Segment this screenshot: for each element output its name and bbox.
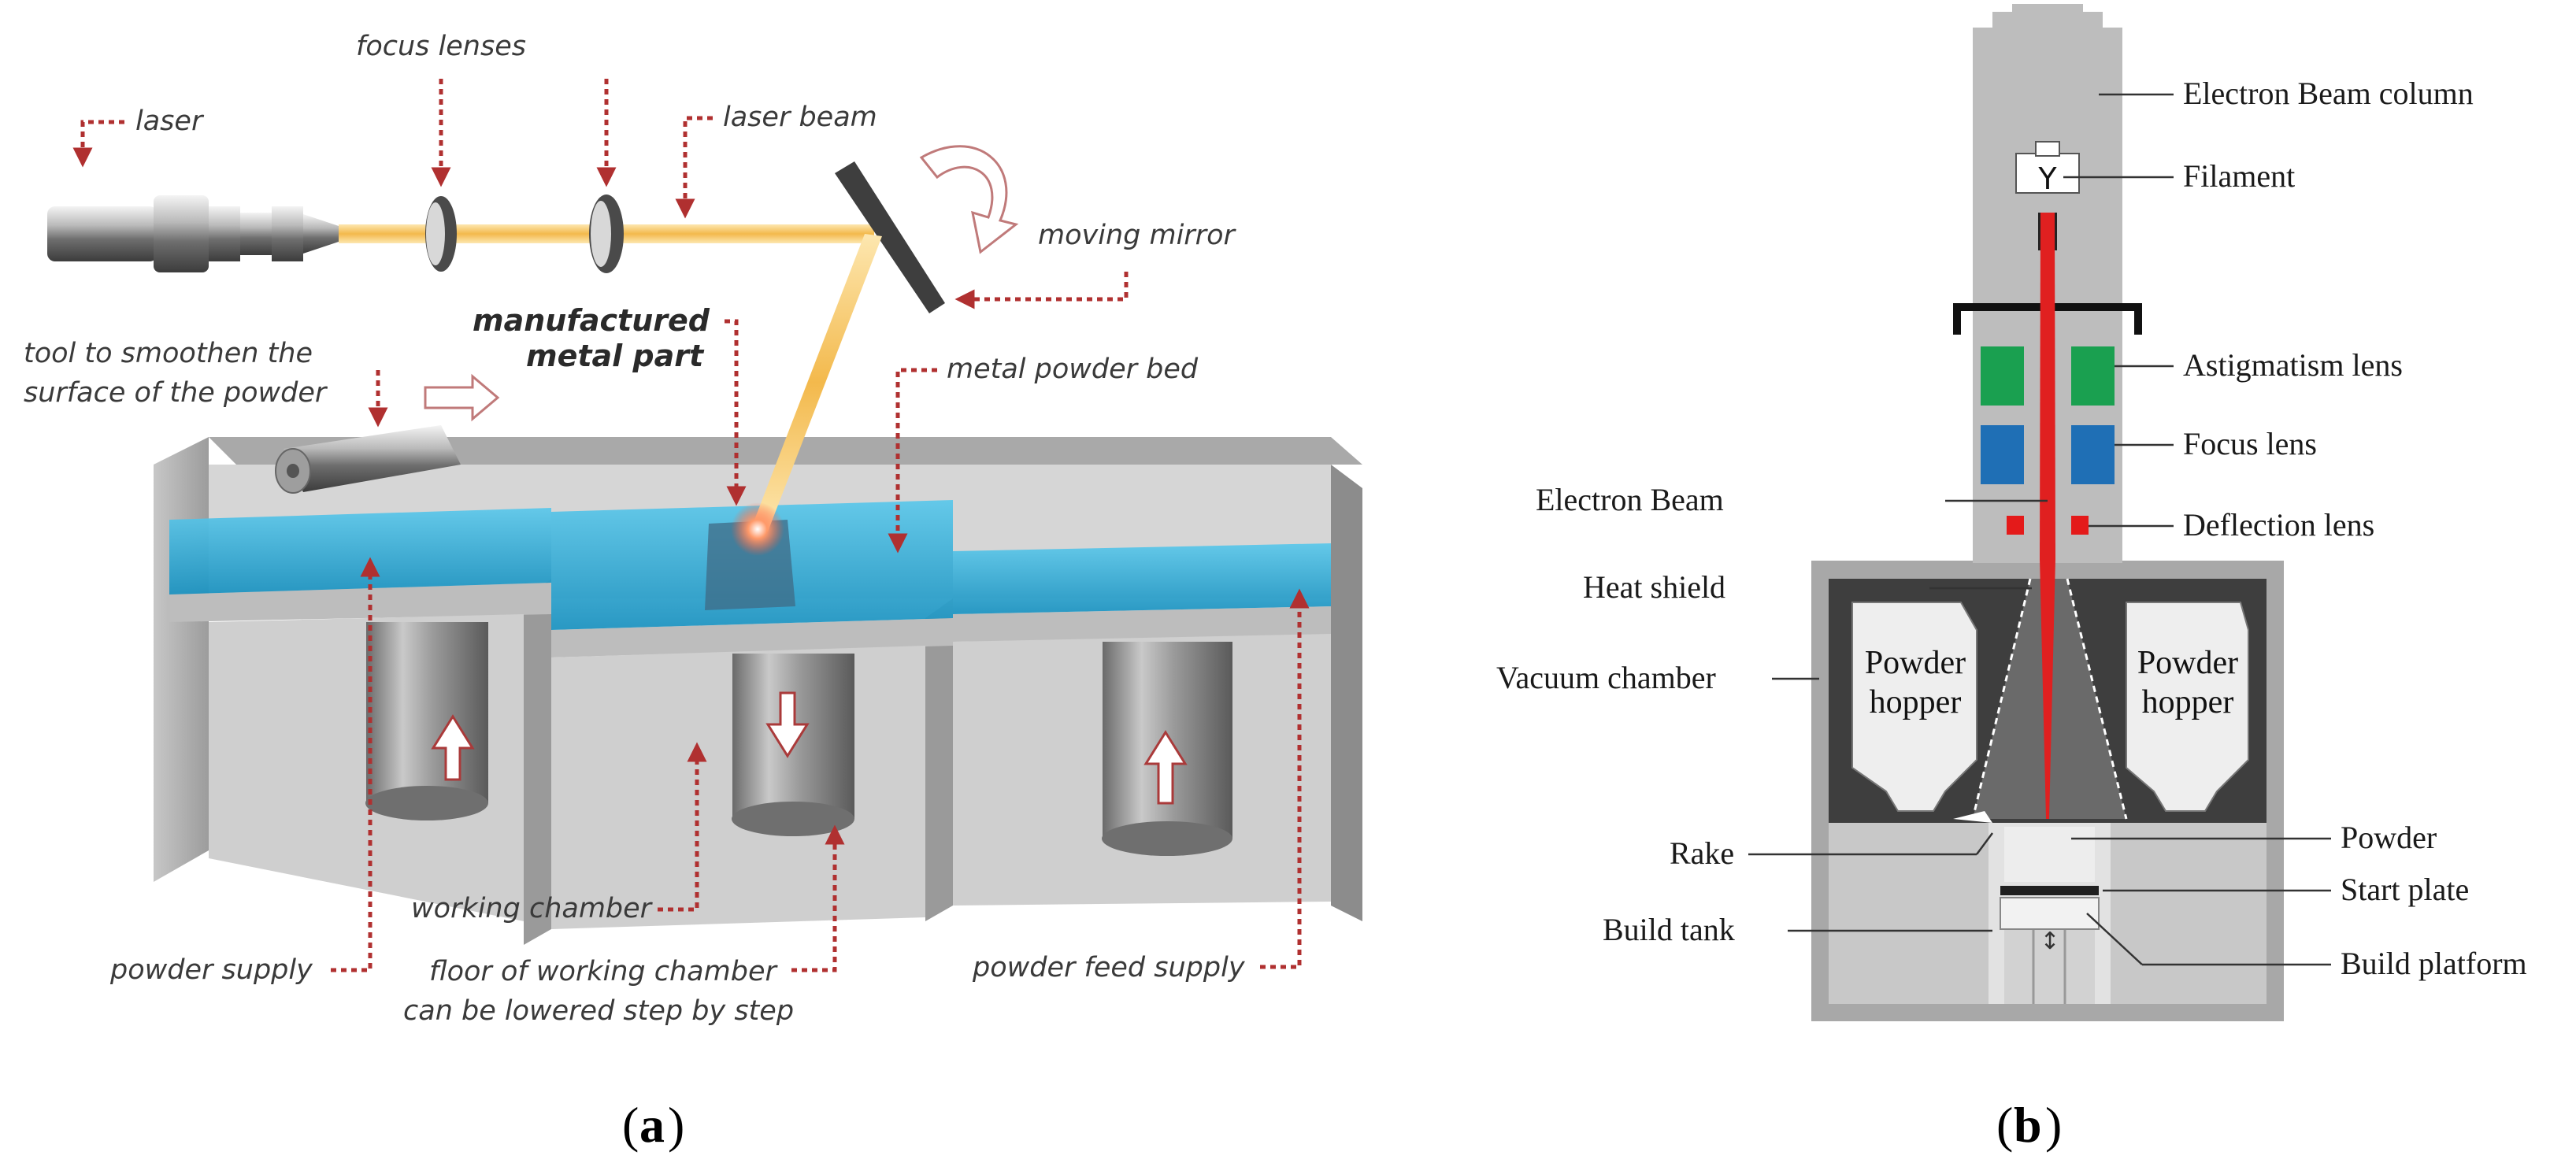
right-end-wall: [1331, 465, 1362, 921]
label-laser-beam: laser beam: [723, 102, 877, 133]
powder-hopper-left: Powder hopper: [1851, 602, 1977, 812]
build-platform: [2000, 897, 2100, 930]
astigmatism-lens-right: [2071, 346, 2115, 406]
label-build-tank: Build tank: [1603, 912, 1735, 947]
label-build-platform: Build platform: [2341, 946, 2527, 981]
label-powder-supply: powder supply: [109, 954, 313, 986]
powder: [2004, 827, 2095, 882]
label-start-plate: Start plate: [2341, 872, 2469, 907]
deflection-lens-right: [2071, 516, 2089, 535]
divider-wall-2: [925, 598, 953, 921]
focus-lenses: [425, 194, 624, 273]
powder-supply-bed: [169, 508, 551, 594]
label-tool-line2: surface of the powder: [24, 377, 328, 409]
label-moving-mirror: moving mirror: [1038, 220, 1236, 251]
deflection-lens-left: [2007, 516, 2024, 535]
label-column: Electron Beam column: [2183, 76, 2474, 111]
label-floor-line1: floor of working chamber: [429, 956, 778, 987]
label-part-line1: manufactured: [473, 303, 710, 338]
hopper-left-line1: Powder: [1865, 645, 1966, 681]
powder-beds: [169, 500, 1331, 630]
laser-beam-diagonal: [752, 234, 882, 531]
label-powder-bed: metal powder bed: [947, 354, 1199, 385]
laser-device: [47, 195, 339, 272]
label-focus-lenses: focus lenses: [356, 31, 526, 62]
panel-a: laser focus lenses laser beam moving mir…: [24, 31, 1362, 1153]
electron-beam: [2040, 213, 2055, 819]
piston-powder-supply: [366, 622, 488, 803]
astigmatism-lens-left: [1981, 346, 2024, 406]
start-plate: [2000, 886, 2099, 895]
hopper-left-line2: hopper: [1870, 684, 1962, 720]
powder-hopper-right: Powder hopper: [2126, 602, 2249, 812]
label-tool-line1: tool to smoothen the: [24, 338, 313, 369]
label-deflection: Deflection lens: [2183, 507, 2374, 543]
label-astigmatism: Astigmatism lens: [2183, 347, 2403, 383]
divider-wall-1: [524, 579, 551, 945]
roller-tool: [275, 373, 500, 494]
label-rake: Rake: [1670, 835, 1734, 871]
down-arrow-icon: [765, 691, 810, 758]
focus-lens-right: [2071, 425, 2115, 484]
caption-a-open: (: [622, 1097, 639, 1153]
caption-b-close: ): [2045, 1097, 2062, 1153]
feed-bed: [953, 543, 1331, 614]
hopper-right-line2: hopper: [2142, 684, 2234, 720]
label-powder: Powder: [2341, 820, 2437, 855]
caption-a: ( a ): [622, 1097, 684, 1153]
rake: [1953, 811, 1992, 823]
up-arrow-icon: [1143, 730, 1188, 805]
label-part-line2: metal part: [526, 339, 705, 373]
up-arrow-icon: [431, 714, 475, 781]
label-floor-line2: can be lowered step by step: [403, 995, 794, 1027]
leaders-b: [1748, 93, 2331, 966]
label-filament: Filament: [2183, 158, 2295, 194]
hopper-right-line1: Powder: [2137, 645, 2238, 681]
caption-b-letter: b: [2014, 1097, 2042, 1153]
filament: Y: [2037, 161, 2057, 196]
melt-pool: [731, 502, 784, 556]
focus-lens-left: [1981, 425, 2024, 484]
left-end-wall: [154, 437, 209, 882]
label-focus: Focus lens: [2183, 426, 2317, 461]
panel-b: ↕ Powder hopper Powder hopper Y: [1496, 4, 2527, 1153]
label-vacuum-chamber: Vacuum chamber: [1496, 660, 1716, 695]
caption-a-close: ): [668, 1097, 684, 1153]
updown-arrow-icon: ↕: [2040, 928, 2059, 955]
push-arrow-icon: [424, 373, 500, 422]
label-heat-shield: Heat shield: [1583, 569, 1725, 605]
label-electron-beam: Electron Beam: [1536, 482, 1724, 517]
moving-mirror: [835, 161, 945, 313]
caption-b-open: (: [1996, 1097, 2013, 1153]
label-working-chamber: working chamber: [411, 893, 654, 924]
label-powder-feed-supply: powder feed supply: [972, 952, 1246, 983]
rotate-arrow-icon: [919, 145, 1019, 254]
caption-b: ( b ): [1996, 1097, 2062, 1153]
label-laser: laser: [135, 106, 205, 137]
caption-a-letter: a: [639, 1097, 665, 1153]
leaders-a: [72, 79, 1310, 972]
pistons: [365, 622, 1232, 856]
